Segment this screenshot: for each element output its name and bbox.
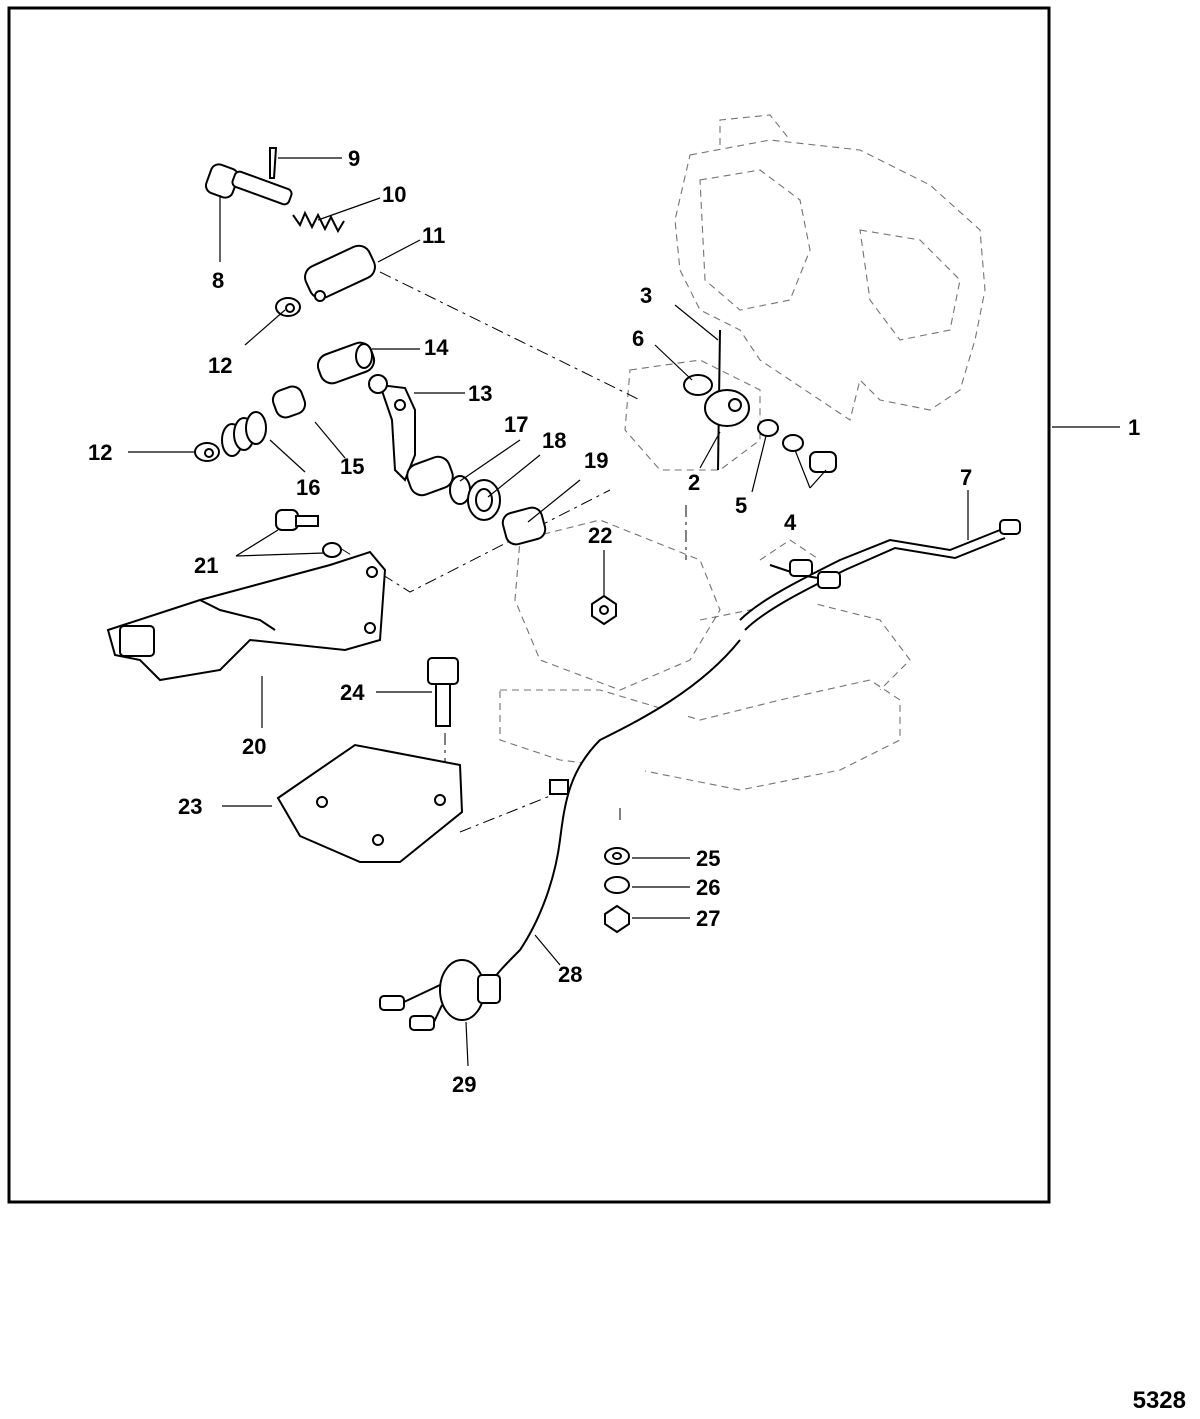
callout-3: 3 — [640, 283, 652, 308]
engine-background-outline — [499, 114, 986, 791]
callout-11: 11 — [422, 223, 445, 248]
part-17-ring — [449, 475, 471, 505]
callout-5: 5 — [735, 493, 747, 518]
part-4-screw-and-washer — [782, 434, 837, 473]
callout-24: 24 — [340, 680, 365, 705]
diagram-frame — [7, 6, 1051, 1204]
callout-1: 1 — [1128, 415, 1140, 440]
callout-16: 16 — [296, 475, 320, 500]
part-5-washer — [757, 419, 779, 437]
callout-9: 9 — [348, 146, 360, 171]
part-14-pin — [316, 341, 376, 385]
part-11-link — [304, 244, 376, 302]
part-27-nut — [604, 904, 630, 934]
part-29-connector — [379, 959, 501, 1031]
callout-20: 20 — [242, 734, 266, 759]
callout-25: 25 — [696, 846, 720, 871]
part-6-washer — [683, 374, 713, 396]
part-28-cable — [489, 639, 741, 986]
part-2-cam — [704, 389, 750, 427]
part-24-bolt — [427, 657, 459, 727]
callout-26: 26 — [696, 875, 720, 900]
callout-17: 17 — [504, 412, 528, 437]
part-15-bushing — [271, 385, 307, 419]
callout-8: 8 — [212, 268, 224, 293]
callout-13: 13 — [468, 381, 492, 406]
callout-12-upper: 12 — [208, 353, 232, 378]
callout-6: 6 — [632, 326, 644, 351]
callout-19: 19 — [584, 448, 608, 473]
callout-21: 21 — [194, 553, 218, 578]
callout-7: 7 — [960, 465, 972, 490]
part-20-bracket — [106, 550, 387, 682]
part-9-cotter-pin — [269, 147, 278, 179]
callout-29: 29 — [452, 1072, 476, 1097]
part-16-spring — [221, 411, 267, 457]
part-21-screw-and-washer — [275, 509, 342, 558]
callout-18: 18 — [542, 428, 566, 453]
part-26-lockwasher — [604, 876, 630, 894]
part-12-washer-lower — [194, 442, 220, 462]
callout-28: 28 — [558, 962, 582, 987]
part-18-seal — [467, 479, 501, 521]
part-10-spring — [292, 210, 345, 234]
callout-15: 15 — [340, 454, 364, 479]
callout-23: 23 — [178, 794, 202, 819]
part-7-wire-harness — [739, 519, 1021, 631]
callout-27: 27 — [696, 906, 720, 931]
callout-10: 10 — [382, 182, 406, 207]
callout-labels: 1 2 3 4 5 6 7 8 9 10 11 12 12 13 14 15 1… — [88, 146, 1140, 1097]
part-23-plate — [276, 743, 464, 863]
part-8-shift-shaft — [204, 163, 293, 206]
part-12-washer-upper — [275, 297, 301, 317]
callout-14: 14 — [424, 335, 449, 360]
callout-22: 22 — [588, 523, 612, 548]
part-25-washer — [604, 847, 630, 865]
figure-number: 5328 — [1132, 1387, 1186, 1414]
callout-12-lower: 12 — [88, 440, 112, 465]
part-13-shift-lever — [368, 374, 454, 497]
callout-2: 2 — [688, 470, 700, 495]
part-22-nut — [591, 594, 617, 626]
callout-4: 4 — [784, 510, 797, 535]
leader-lines — [128, 157, 1120, 1067]
